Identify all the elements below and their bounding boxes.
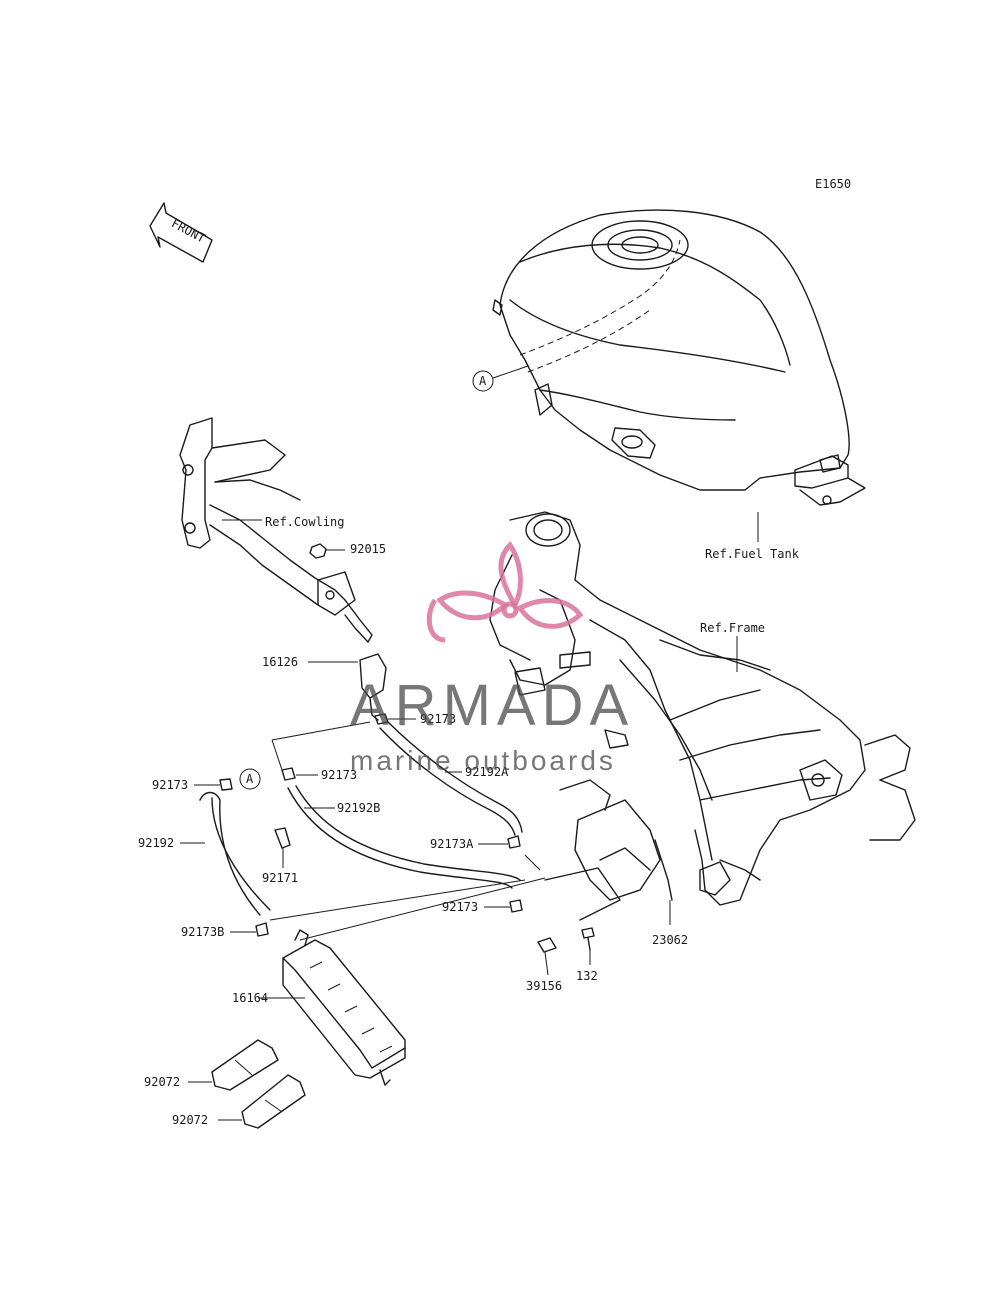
svg-text:92173: 92173 [152, 778, 188, 792]
part-92173B: 92173B [181, 922, 269, 939]
svg-text:A: A [479, 374, 487, 388]
svg-text:92072: 92072 [172, 1113, 208, 1127]
svg-text:A: A [246, 772, 254, 786]
frame-ref [489, 511, 916, 906]
armada-logo-icon [426, 541, 584, 643]
part-92173-mid: 92173 [281, 767, 357, 782]
part-92015: 92015 [309, 542, 386, 559]
svg-text:92173: 92173 [420, 712, 456, 726]
svg-text:16164: 16164 [232, 991, 268, 1005]
part-16164: 16164 [232, 929, 406, 1086]
svg-text:92173: 92173 [321, 768, 357, 782]
cowling-bracket [179, 417, 373, 643]
marker-a-tank: A [472, 365, 529, 392]
ref-frame: Ref.Frame [700, 621, 765, 635]
part-92192B: 92192B [287, 785, 521, 889]
svg-text:92192A: 92192A [465, 765, 509, 779]
part-92173A: 92173A [430, 835, 521, 851]
ref-cowling: Ref.Cowling [265, 515, 344, 529]
svg-text:132: 132 [576, 969, 598, 983]
part-39156: 39156 [526, 937, 562, 993]
svg-text:92173: 92173 [442, 900, 478, 914]
svg-text:92173B: 92173B [181, 925, 224, 939]
svg-text:92173A: 92173A [430, 837, 474, 851]
ref-fuel-tank: Ref.Fuel Tank [705, 547, 800, 561]
part-92192: 92192 [138, 791, 271, 916]
svg-text:39156: 39156 [526, 979, 562, 993]
part-92192A: 92192A [379, 721, 523, 836]
svg-text:23062: 23062 [652, 933, 688, 947]
marker-a-hose: A [239, 768, 261, 790]
armada-watermark: ARMADA marine outboards [350, 541, 634, 776]
svg-text:92192: 92192 [138, 836, 174, 850]
svg-text:92171: 92171 [262, 871, 298, 885]
part-92173-left: 92173 [152, 778, 233, 792]
watermark-brand: ARMADA [350, 673, 634, 738]
part-23062: 23062 [544, 779, 688, 947]
diagram-code: E1650 [815, 177, 851, 191]
front-arrow-icon: FRONT [149, 202, 213, 263]
svg-text:92192B: 92192B [337, 801, 380, 815]
part-92072-a: 92072 [144, 1039, 279, 1091]
svg-text:16126: 16126 [262, 655, 298, 669]
part-92173-lower: 92173 [442, 899, 523, 914]
part-132: 132 [576, 927, 598, 983]
fuel-tank-ref [492, 209, 866, 506]
svg-text:92072: 92072 [144, 1075, 180, 1089]
watermark-tagline: marine outboards [350, 745, 616, 776]
part-92072-b: 92072 [172, 1074, 306, 1129]
svg-text:92015: 92015 [350, 542, 386, 556]
part-92171: 92171 [262, 827, 298, 885]
front-label: FRONT [169, 216, 207, 245]
